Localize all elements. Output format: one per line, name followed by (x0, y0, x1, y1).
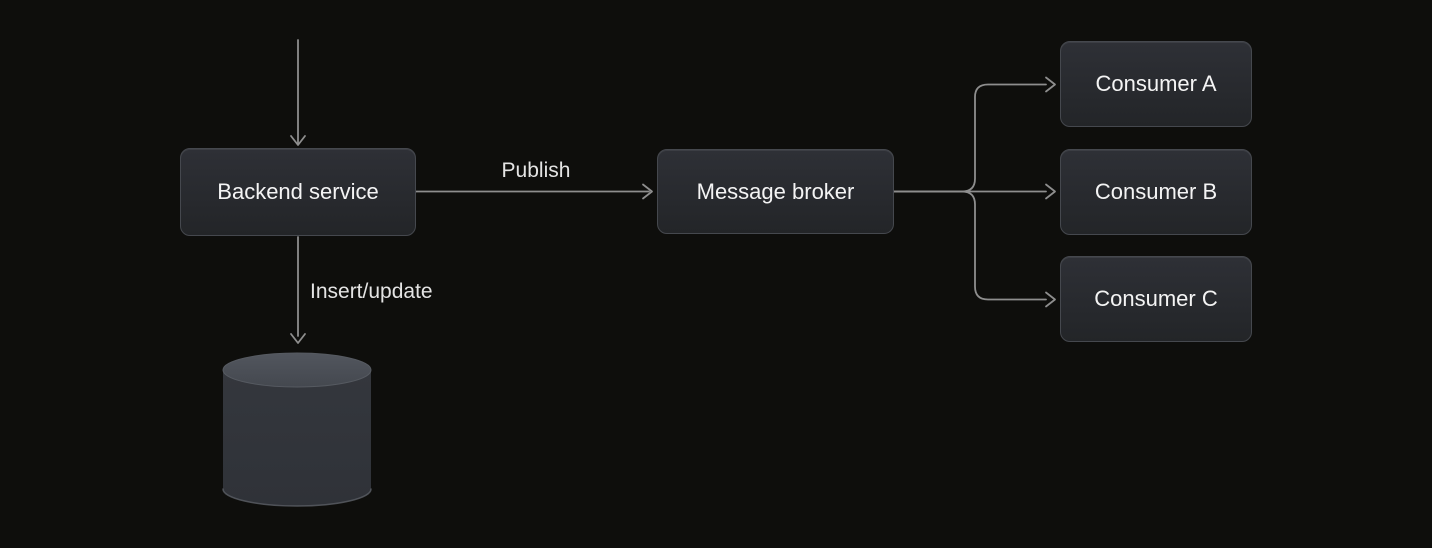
arrowhead-right-icon (1045, 183, 1056, 200)
arrowhead-down-icon (290, 135, 306, 146)
node-message-broker: Message broker (657, 149, 894, 234)
arrowhead-right-icon (1045, 76, 1056, 93)
edge-broker-to-consumer-c (893, 190, 1056, 308)
arrowhead-right-icon (1045, 291, 1056, 308)
node-consumer-b: Consumer B (1060, 149, 1252, 235)
database-cylinder-icon (222, 352, 372, 507)
node-consumer-c: Consumer C (1060, 256, 1252, 342)
edge-publish (415, 183, 653, 200)
edge-label-publish: Publish (501, 159, 571, 182)
edge-broker-to-consumer-a (893, 76, 1056, 193)
edge-incoming-arrow (290, 39, 306, 146)
node-consumer-b-label: Consumer B (1094, 179, 1218, 204)
node-consumer-a-label: Consumer A (1095, 71, 1217, 96)
edge-label-insert-update: Insert/update (310, 280, 433, 303)
arrowhead-down-icon (290, 333, 306, 344)
node-message-broker-label: Message broker (696, 178, 855, 204)
node-consumer-a: Consumer A (1060, 41, 1252, 127)
node-consumer-c-label: Consumer C (1094, 286, 1218, 311)
node-backend-service-label: Backend service (217, 179, 379, 204)
node-backend-service: Backend service (180, 148, 416, 236)
arrowhead-right-icon (642, 183, 653, 200)
edge-insert-update (290, 236, 306, 344)
